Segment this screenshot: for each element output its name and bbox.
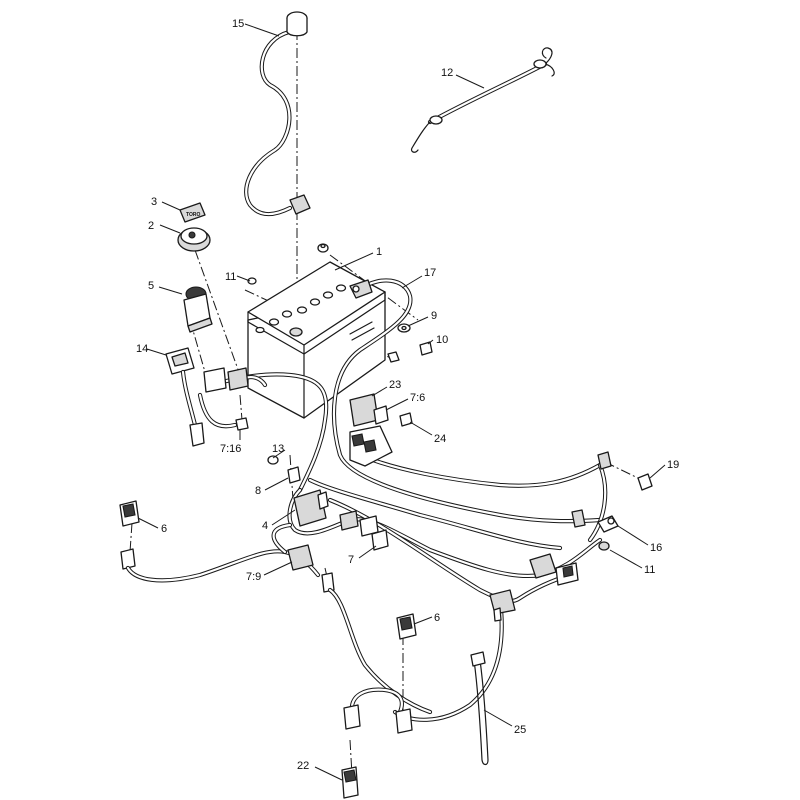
callout-3: 3 xyxy=(151,196,157,208)
part-4-8-switch-assembly xyxy=(287,466,329,527)
callout-16: 16 xyxy=(650,542,662,554)
part-5-pto-switch xyxy=(183,286,213,333)
callout-13: 13 xyxy=(272,443,284,455)
callout-labels: 15 12 1 3 2 11 5 14 17 9 10 23 7:6 24 7:… xyxy=(136,18,679,772)
key-brand-text: TORO xyxy=(186,212,200,218)
callout-25: 25 xyxy=(514,724,526,736)
callout-23: 23 xyxy=(389,379,401,391)
part-19-bolt xyxy=(637,473,653,491)
callout-7-16: 7:16 xyxy=(220,443,241,455)
left-harness xyxy=(119,500,433,715)
main-harness xyxy=(197,367,619,722)
callout-1: 1 xyxy=(376,246,382,258)
part-14-hour-meter xyxy=(165,347,205,447)
center-lines xyxy=(129,30,643,776)
callout-6-lower: 6 xyxy=(434,612,440,624)
callout-5: 5 xyxy=(148,280,154,292)
part-7-connector xyxy=(371,529,389,551)
callout-15: 15 xyxy=(232,18,244,30)
callout-6-left: 6 xyxy=(161,523,167,535)
part-23-relay-bracket xyxy=(349,393,393,467)
lower-harness xyxy=(341,613,489,799)
part-25-cable-tie xyxy=(473,659,489,766)
callout-7: 7 xyxy=(348,554,354,566)
part-7-6-connector xyxy=(373,405,389,425)
callout-11-top: 11 xyxy=(225,271,236,283)
leader-lines xyxy=(137,23,666,781)
callout-19: 19 xyxy=(667,459,679,471)
part-17-battery-cable xyxy=(331,278,603,524)
callout-10: 10 xyxy=(436,334,448,346)
part-15-lamp-cable xyxy=(244,11,311,217)
callout-12: 12 xyxy=(441,67,453,79)
part-11-nut-lower xyxy=(598,541,610,551)
part-8-nut xyxy=(287,466,301,484)
callout-4: 4 xyxy=(262,520,268,532)
part-1-battery xyxy=(247,261,386,419)
callout-11-lower: 11 xyxy=(644,564,655,576)
callout-2: 2 xyxy=(148,220,154,232)
part-13-nut xyxy=(267,455,279,465)
bolt-small xyxy=(387,351,400,363)
part-10-bolt xyxy=(419,341,433,356)
part-2-3-ignition: TORO xyxy=(177,202,211,252)
part-7-16-connector xyxy=(235,417,249,431)
callout-8: 8 xyxy=(255,485,261,497)
callout-9: 9 xyxy=(431,310,437,322)
callout-17: 17 xyxy=(424,267,436,279)
part-24-screw xyxy=(399,412,413,427)
callout-7-6: 7:6 xyxy=(410,392,425,404)
callout-24: 24 xyxy=(434,433,446,445)
callout-7-9: 7:9 xyxy=(246,571,261,583)
part-11-nut-top xyxy=(247,277,257,285)
part-7-9-connector xyxy=(287,544,314,571)
callout-14: 14 xyxy=(136,343,148,355)
part-12-strap xyxy=(410,47,555,153)
callout-22: 22 xyxy=(297,760,309,772)
battery-vent-caps xyxy=(255,284,347,334)
